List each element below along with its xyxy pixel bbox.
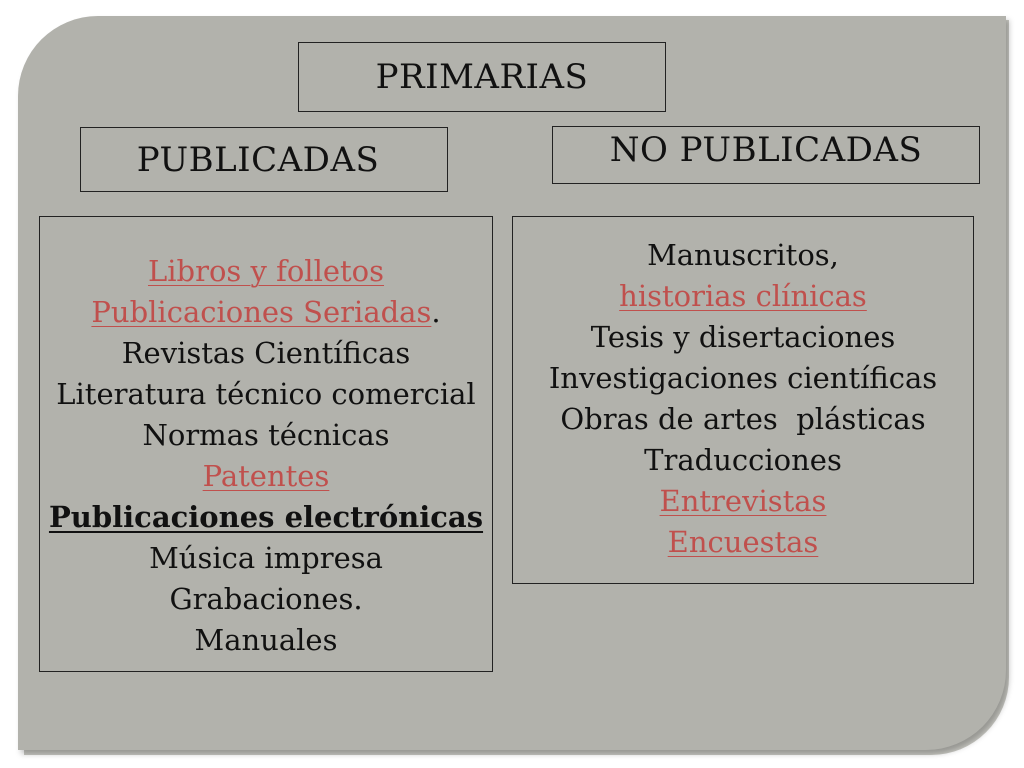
list-item-text: Obras de artes plásticas (560, 402, 926, 436)
list-item: Revistas Científicas (36, 333, 496, 374)
list-item-suffix: . (431, 295, 441, 329)
publicadas-list-box: Libros y folletos Publicaciones Seriadas… (39, 216, 493, 672)
list-item[interactable]: Patentes (36, 456, 496, 497)
primarias-box: PRIMARIAS (298, 42, 666, 112)
list-item-link[interactable]: Patentes (202, 459, 330, 493)
list-item: Tesis y disertaciones (513, 317, 973, 358)
list-item-text: Música impresa (149, 541, 383, 575)
list-item: Literatura técnico comercial (36, 374, 496, 415)
list-item: Manuales (36, 620, 496, 661)
list-item-link[interactable]: Publicaciones Seriadas (91, 295, 432, 329)
publicadas-header-box: PUBLICADAS (80, 127, 448, 192)
list-item: Música impresa (36, 538, 496, 579)
list-item: Obras de artes plásticas (513, 399, 973, 440)
list-item-text: Tesis y disertaciones (590, 320, 896, 354)
publicadas-label: PUBLICADAS (136, 139, 380, 180)
list-item[interactable]: Publicaciones Seriadas. (36, 292, 496, 333)
list-item-text: Investigaciones científicas (548, 361, 938, 395)
list-item[interactable]: Libros y folletos (36, 251, 496, 292)
list-item-link[interactable]: Encuestas (667, 525, 819, 559)
no-publicadas-header-box: NO PUBLICADAS (552, 126, 980, 184)
list-item-link[interactable]: Entrevistas (659, 484, 827, 518)
list-item-link[interactable]: Libros y folletos (147, 254, 385, 288)
list-item: Traducciones (513, 440, 973, 481)
list-item-text: Manuscritos, (647, 238, 839, 272)
primarias-label: PRIMARIAS (375, 57, 589, 97)
list-item[interactable]: Publicaciones electrónicas (36, 497, 496, 538)
list-item[interactable]: historias clínicas (513, 276, 973, 317)
list-item-emphasis[interactable]: Publicaciones electrónicas (48, 500, 484, 534)
list-item: Manuscritos, (513, 235, 973, 276)
list-item-link[interactable]: historias clínicas (619, 279, 867, 313)
list-item: Normas técnicas (36, 415, 496, 456)
list-item[interactable]: Encuestas (513, 522, 973, 563)
list-item: Grabaciones. (36, 579, 496, 620)
no-publicadas-label: NO PUBLICADAS (609, 130, 923, 170)
list-item-text: Normas técnicas (142, 418, 390, 452)
list-item[interactable]: Entrevistas (513, 481, 973, 522)
list-item-text: Revistas Científicas (121, 336, 411, 370)
list-item-text: Grabaciones. (169, 582, 363, 616)
list-item-text: Manuales (194, 623, 338, 657)
list-item-text: Literatura técnico comercial (56, 377, 476, 411)
list-item-text: Traducciones (644, 443, 842, 477)
list-item: Investigaciones científicas (513, 358, 973, 399)
no-publicadas-list-box: Manuscritos, historias clínicas Tesis y … (512, 216, 974, 584)
